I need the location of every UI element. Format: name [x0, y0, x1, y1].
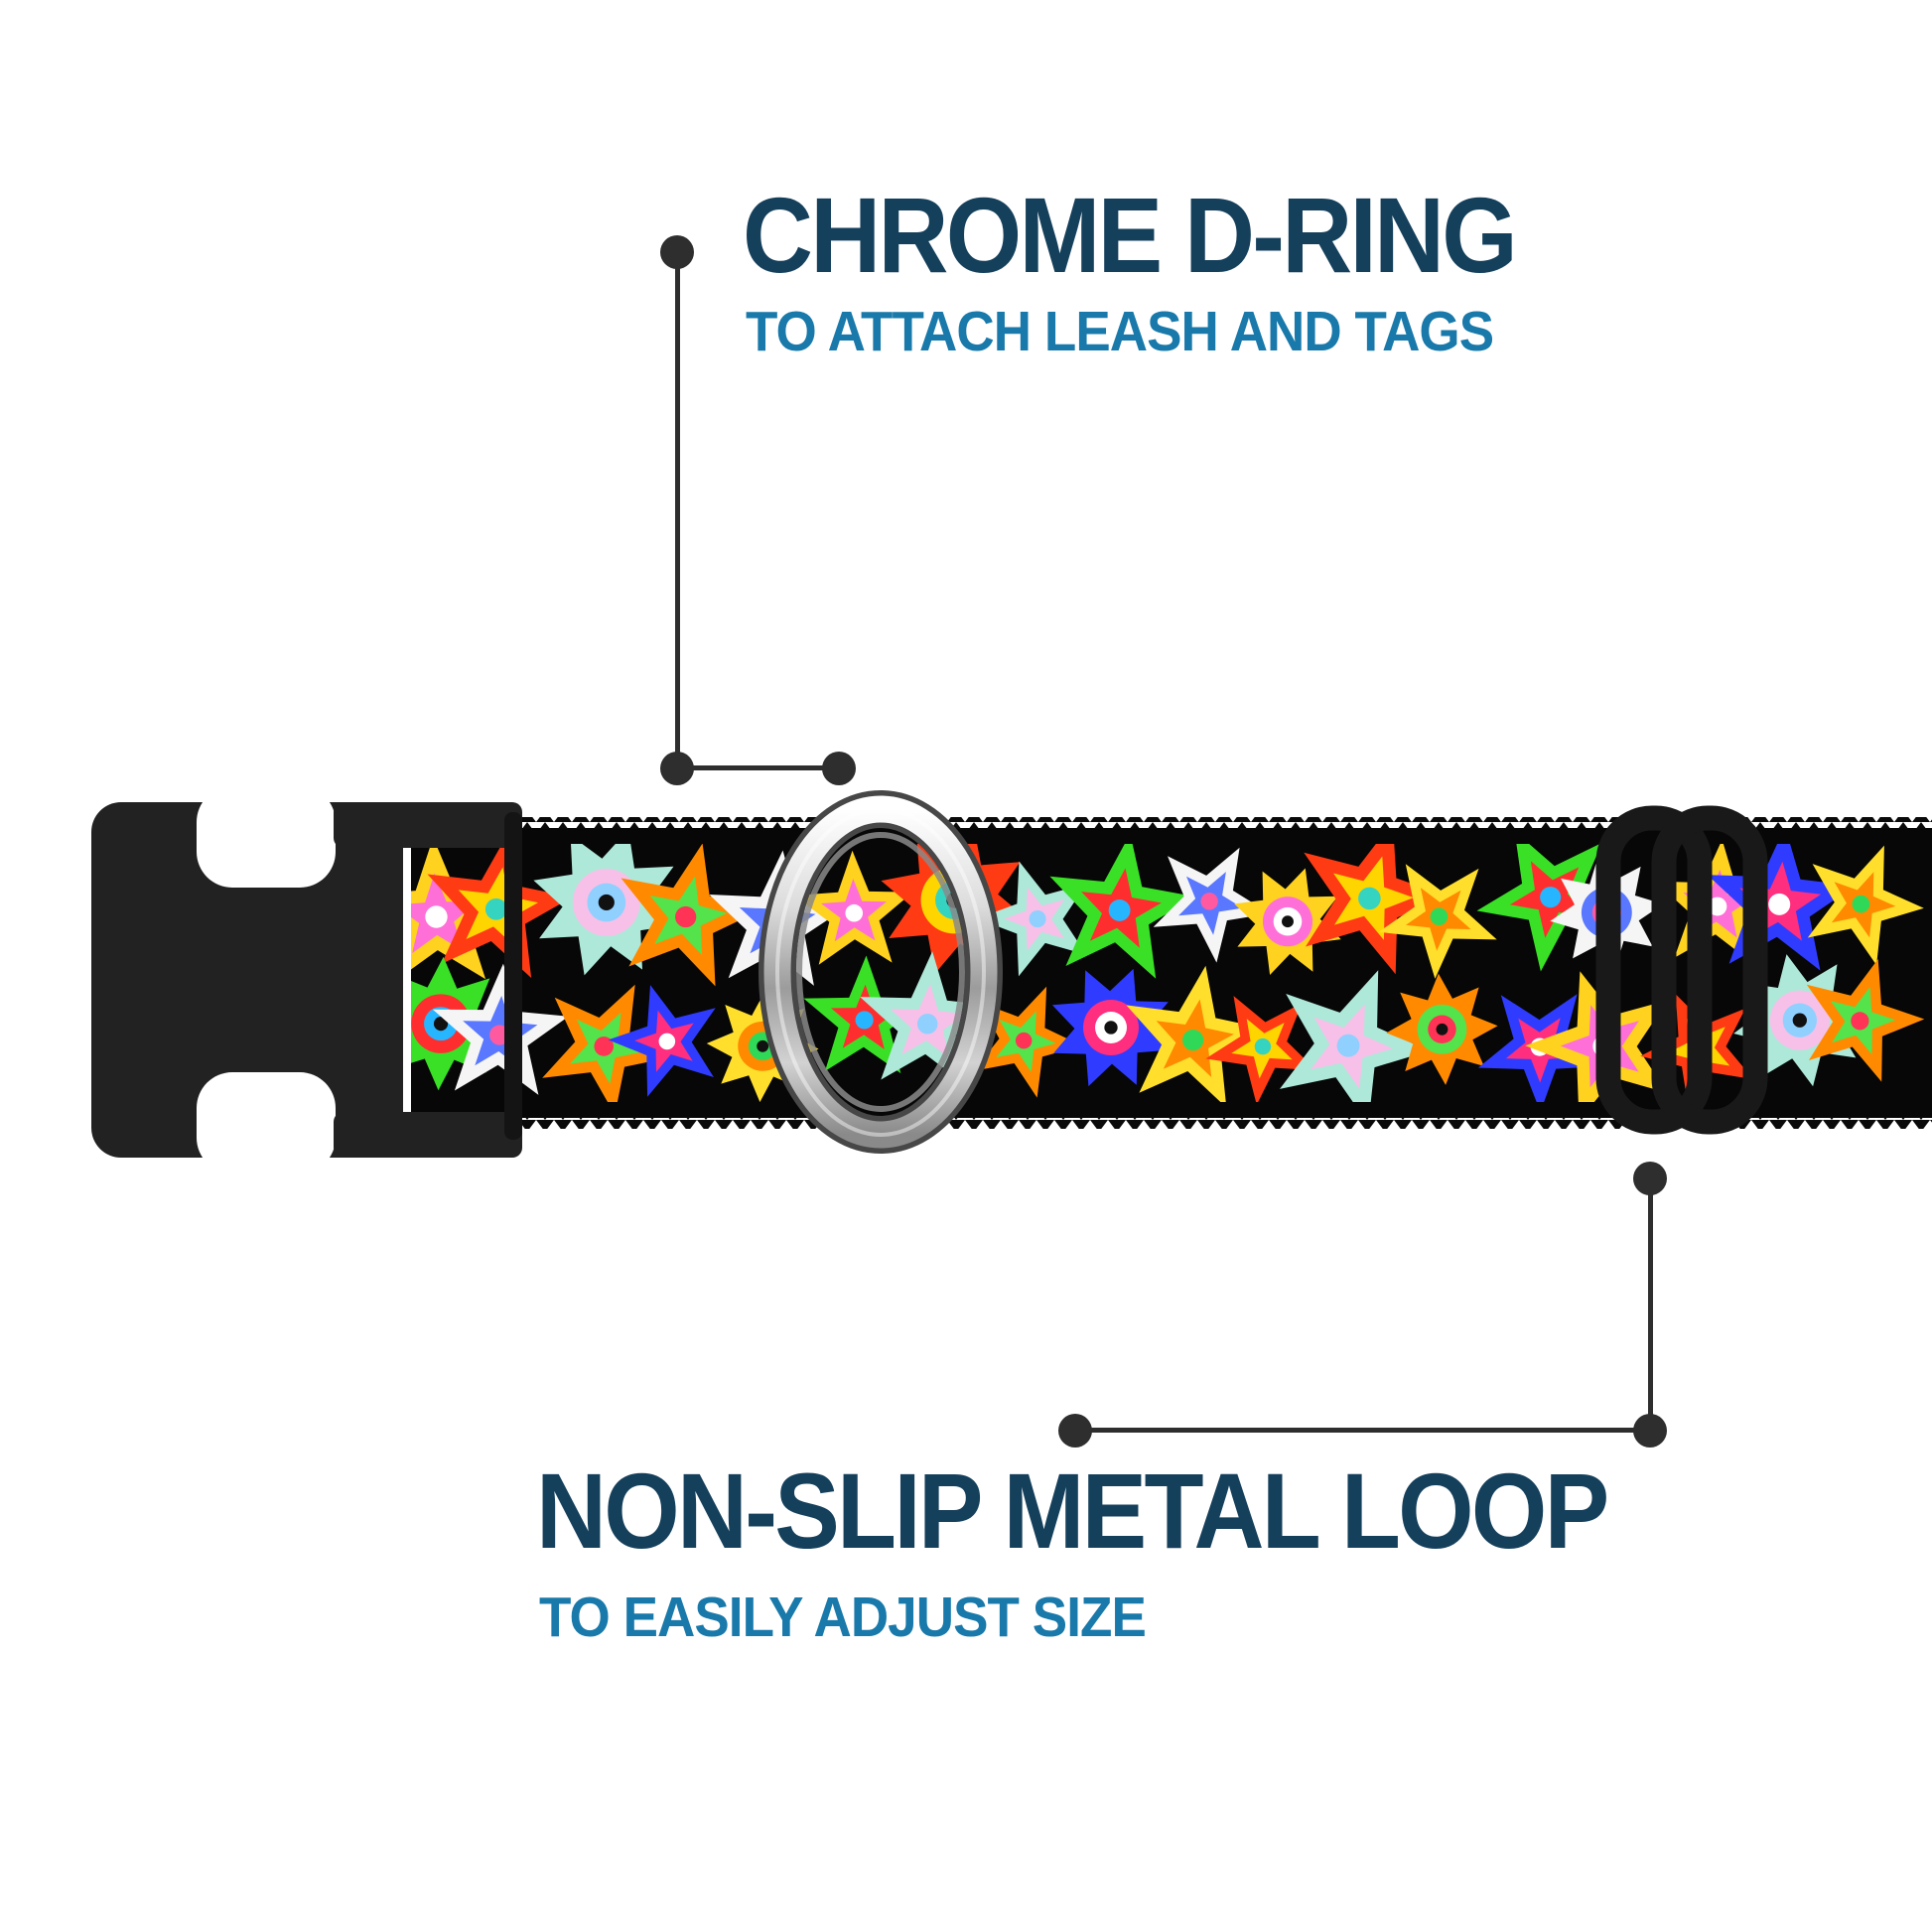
top-title: CHROME D-RING [743, 175, 1518, 295]
star-burst [1792, 1013, 1807, 1028]
star-burst [1254, 1037, 1272, 1055]
webbing-stitched-edge-bottom [411, 1117, 1932, 1129]
d-ring-inner-edge [796, 832, 965, 1112]
star-burst [855, 1011, 874, 1030]
buckle [91, 786, 522, 1173]
star-burst [1200, 893, 1218, 910]
star-burst [1430, 907, 1449, 926]
star-burst [1436, 1023, 1449, 1035]
metal-loop-slider [1595, 805, 1768, 1135]
buckle-top-notch [197, 786, 336, 888]
star-burst [1708, 897, 1727, 916]
webbing-stitched-edge-top [411, 817, 1932, 829]
callout-line-horizontal [677, 765, 839, 770]
callout-dot [822, 752, 856, 785]
star-burst [425, 905, 448, 928]
star-burst [1282, 915, 1294, 928]
buckle-body [91, 802, 403, 1158]
star-burst [757, 1039, 769, 1052]
bottom-subtitle: TO EASILY ADJUST SIZE [539, 1586, 1147, 1649]
star-burst [1336, 1034, 1360, 1057]
star-burst [433, 1017, 449, 1032]
bottom-title: NON-SLIP METAL LOOP [536, 1450, 1609, 1571]
callout-line-vertical [1648, 1178, 1653, 1431]
callout-line-vertical [675, 252, 680, 769]
buckle-frame-bottom [334, 1112, 522, 1158]
star-burst [1108, 898, 1131, 921]
collar-webbing [411, 817, 1932, 1129]
star-burst [1029, 910, 1046, 928]
star-burst [658, 1033, 676, 1050]
d-ring-metal [763, 795, 998, 1149]
buckle-frame-top [334, 802, 522, 848]
star-burst [1015, 1032, 1033, 1049]
star-burst [916, 1014, 938, 1035]
star-burst [675, 905, 697, 928]
star-burst [598, 894, 615, 911]
slider-right-loop [1651, 805, 1768, 1135]
chrome-d-ring [759, 790, 1003, 1154]
star-burst [845, 903, 864, 922]
star-burst [1104, 1021, 1118, 1035]
callout-dot [1058, 1414, 1092, 1448]
star-burst [1852, 895, 1870, 913]
star-burst [1851, 1012, 1869, 1031]
buckle-frame-bar [504, 812, 522, 1140]
callout-line-horizontal [1075, 1428, 1650, 1433]
star-burst [594, 1036, 614, 1056]
star-burst [1358, 887, 1381, 910]
top-subtitle: TO ATTACH LEASH AND TAGS [746, 300, 1494, 363]
star-burst [1768, 893, 1791, 915]
buckle-bottom-notch [197, 1072, 336, 1173]
star-burst [484, 897, 507, 920]
star-burst [1182, 1030, 1204, 1051]
slider-left-loop [1595, 805, 1713, 1135]
star-burst [1540, 887, 1562, 908]
d-ring-highlight [775, 807, 986, 1137]
